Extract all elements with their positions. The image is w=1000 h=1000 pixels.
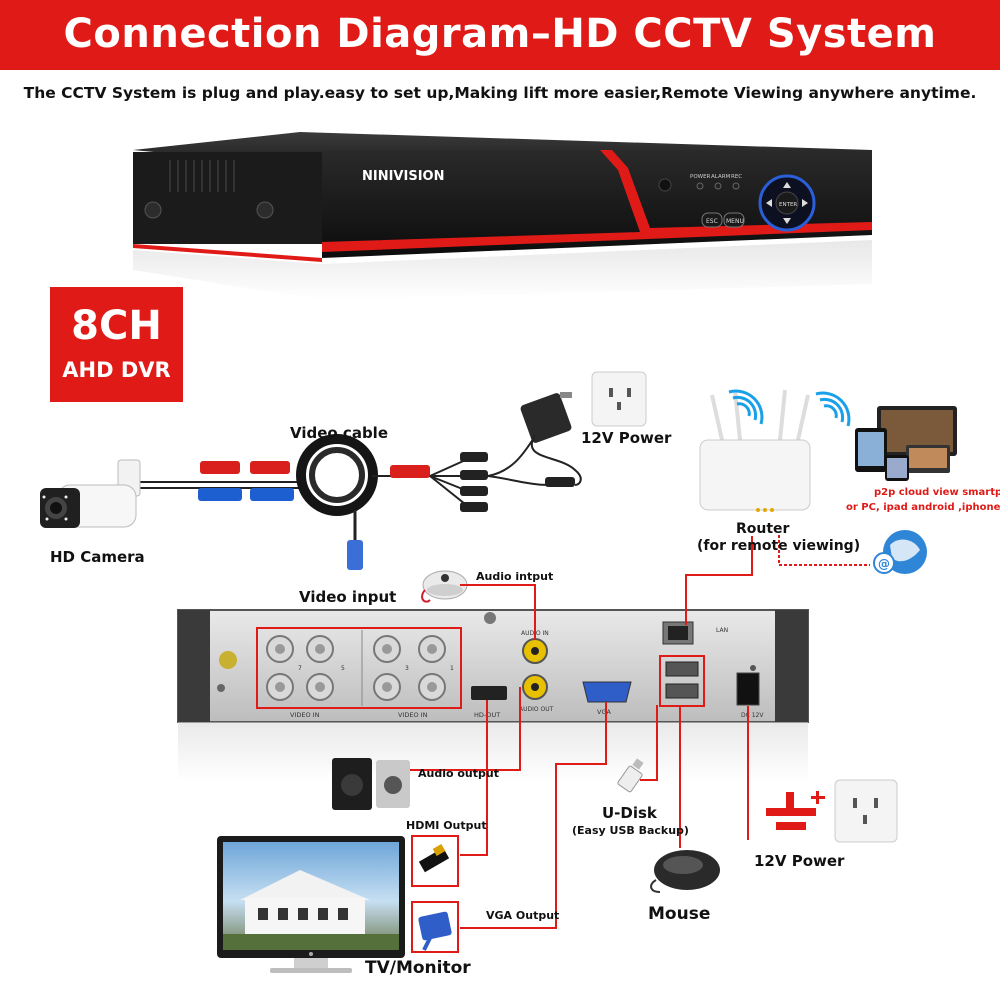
esc-button: [701, 212, 723, 228]
hdmi-cable-icon: [411, 835, 459, 887]
audio-input-label: Audio intput: [476, 570, 554, 583]
hdmi-port: [471, 686, 507, 700]
badge-channels: 8CH: [71, 303, 162, 349]
esc-button-label: ESC: [706, 218, 718, 225]
video-cable-assembly: [135, 429, 576, 570]
port-label-audio-out: AUDIO OUT: [519, 706, 554, 713]
vga-cable-icon: [411, 901, 459, 953]
power-symbol-icon: [766, 791, 825, 830]
remote-devices: [855, 406, 957, 481]
ground-screw-icon: [219, 651, 237, 669]
bnc-number: 1: [450, 665, 454, 672]
power-bottom-label: 12V Power: [754, 852, 845, 870]
p2p-label-line1: p2p cloud view smartphone: [874, 487, 1000, 498]
dvr-front-unit: NINIVISION POWER ALARM REC ESC MENU ENTE…: [133, 132, 872, 300]
dvr-back-reflection: [178, 722, 808, 782]
power-connector-red: [390, 465, 430, 478]
port-label-lan: LAN: [716, 627, 728, 634]
menu-button: [723, 212, 745, 228]
nav-right-icon: [802, 199, 808, 207]
microphone: [421, 570, 468, 603]
audio-output-label: Audio output: [418, 767, 499, 780]
nav-down-icon: [783, 218, 791, 224]
dvr-brand: NINIVISION: [362, 169, 444, 184]
usb-port: [665, 683, 699, 699]
wifi-icon: [736, 402, 751, 417]
vga-output-label: VGA Output: [486, 909, 560, 922]
hd-camera: [40, 459, 141, 528]
power-connector-red: [200, 461, 240, 474]
mouse-icon: [650, 850, 720, 893]
bnc-number: 3: [405, 665, 409, 672]
port-label-video-in: VIDEO IN: [398, 711, 428, 719]
led-label-rec: REC: [731, 174, 742, 180]
page-subtitle: The CCTV System is plug and play.easy to…: [23, 84, 977, 102]
usb-highlight: [659, 655, 705, 707]
mouse-label: Mouse: [648, 904, 711, 924]
video-in-highlight: [256, 627, 462, 709]
port-label-video-in: VIDEO IN: [290, 711, 320, 719]
bnc-number: 5: [341, 665, 345, 672]
power-adapter-top: [520, 371, 647, 486]
bnc-number: 7: [298, 665, 302, 672]
led-label-alarm: ALARM: [711, 174, 731, 180]
connection-wires: [410, 536, 753, 929]
p2p-label-line2: or PC, ipad android ,iphone.: [846, 502, 1000, 513]
dvr-front-reflection: [133, 240, 872, 300]
wifi-icon: [823, 404, 838, 419]
channel-badge: 8CH AHD DVR: [50, 287, 183, 402]
power-connector-red: [250, 461, 290, 474]
wall-socket-bottom: [834, 779, 898, 843]
internet-globe-icon: @: [873, 530, 927, 574]
port-label-vga: VGA: [597, 708, 611, 716]
usb-port: [665, 661, 699, 677]
led-label-power: POWER: [690, 174, 711, 180]
video-input-label: Video input: [299, 588, 397, 606]
power-top-label: 12V Power: [581, 429, 672, 447]
hdmi-output-label: HDMI Output: [406, 819, 487, 832]
udisk-label: U-Disk: [602, 804, 657, 822]
badge-type: AHD DVR: [62, 358, 171, 382]
port-label-dc: DC 12V: [741, 712, 764, 719]
tv-monitor: [217, 836, 405, 973]
wall-socket-top: [591, 371, 647, 427]
nav-left-icon: [766, 199, 772, 207]
hd-camera-label: HD Camera: [50, 548, 145, 566]
bnc-connector-blue: [198, 488, 242, 501]
nav-up-icon: [783, 182, 791, 188]
tv-monitor-label: TV/Monitor: [365, 958, 471, 978]
udisk-sublabel: (Easy USB Backup): [572, 824, 689, 837]
dvr-back-panel: 7 5 3 1 VIDEO IN VIDEO IN HD-OUT AUDIO I…: [177, 609, 809, 782]
page-title: Connection Diagram–HD CCTV System: [63, 11, 937, 57]
nav-enter-label: ENTER: [779, 202, 797, 208]
menu-button-label: MENU: [726, 218, 744, 225]
svg-text:@: @: [878, 557, 890, 571]
usb-flash-drive-icon: [617, 758, 644, 793]
video-input-plug: [347, 540, 363, 570]
vga-port: [582, 681, 632, 703]
bnc-port-group: [266, 635, 446, 701]
router-label: Router: [736, 521, 790, 537]
dc-power-port: [736, 672, 760, 706]
bnc-connector-blue: [250, 488, 294, 501]
video-cable-label: Video cable: [290, 424, 388, 442]
speaker-icon: [332, 758, 410, 810]
dvr-side-panel: [133, 152, 323, 244]
title-banner: [0, 0, 1000, 70]
router: [699, 389, 851, 512]
router-sublabel: (for remote viewing): [697, 538, 861, 554]
